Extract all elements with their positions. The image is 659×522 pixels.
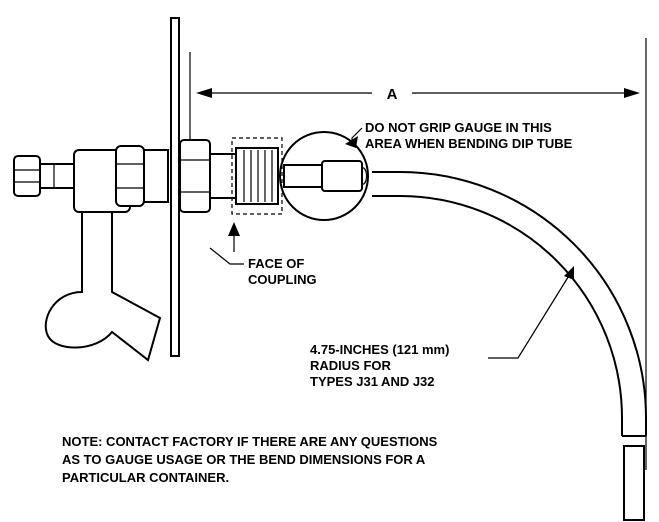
radius-label-line1: 4.75-INCHES (121 mm) xyxy=(310,342,449,357)
dip-tube xyxy=(372,171,647,521)
radius-label-line2: RADIUS FOR xyxy=(310,358,392,373)
container-wall xyxy=(170,17,180,357)
gauge-body xyxy=(115,139,211,213)
note: NOTE: CONTACT FACTORY IF THERE ARE ANY Q… xyxy=(62,434,438,485)
grip-arrow-icon xyxy=(345,136,358,148)
grip-zone-circle xyxy=(279,131,369,221)
radius-callout: 4.75-INCHES (121 mm) RADIUS FOR TYPES J3… xyxy=(310,266,574,389)
note-line3: PARTICULAR CONTAINER. xyxy=(62,470,229,485)
left-fitting xyxy=(13,155,75,197)
arrow-left-icon xyxy=(196,88,212,98)
radius-label-line3: TYPES J31 AND J32 xyxy=(310,374,435,389)
face-of-coupling-callout: FACE OF COUPLING xyxy=(209,222,317,287)
grip-warning-line2: AREA WHEN BENDING DIP TUBE xyxy=(365,136,573,151)
dimension-a: A xyxy=(189,38,647,470)
grip-warning: DO NOT GRIP GAUGE IN THIS AREA WHEN BEND… xyxy=(345,120,573,151)
face-label-line1: FACE OF xyxy=(248,256,304,271)
dimension-a-label: A xyxy=(387,86,398,103)
dip-tube-end xyxy=(623,445,645,521)
grip-warning-line1: DO NOT GRIP GAUGE IN THIS xyxy=(365,120,552,135)
face-label-line2: COUPLING xyxy=(248,272,317,287)
coupling xyxy=(209,137,283,215)
note-line2: AS TO GAUGE USAGE OR THE BEND DIMENSIONS… xyxy=(62,452,426,467)
arrow-right-icon xyxy=(624,88,640,98)
coupling-face-outline xyxy=(231,137,283,215)
note-line1: NOTE: CONTACT FACTORY IF THERE ARE ANY Q… xyxy=(62,434,438,449)
radius-arrow-icon xyxy=(564,266,574,280)
tube-stub xyxy=(283,160,368,192)
face-arrow-icon xyxy=(228,222,240,236)
